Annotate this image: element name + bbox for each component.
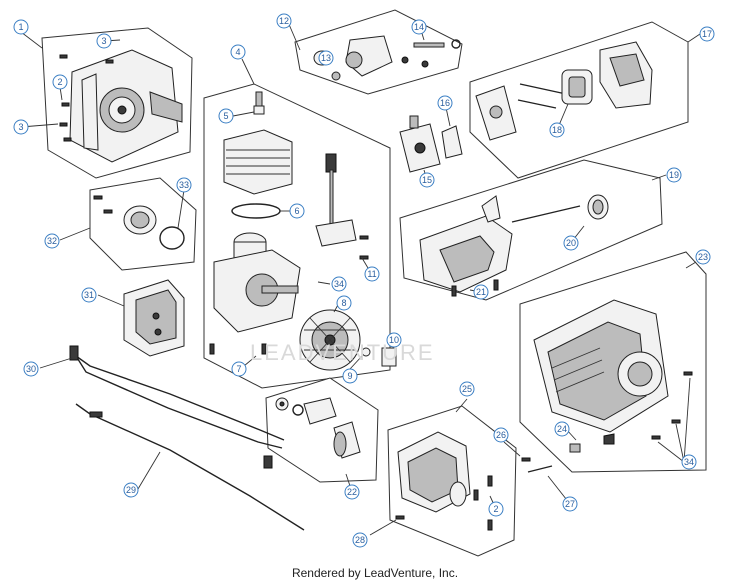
callout-31[interactable]: 31 [81, 287, 97, 303]
callout-32[interactable]: 32 [44, 233, 60, 249]
callout-26[interactable]: 26 [493, 427, 509, 443]
group-carburetor [399, 102, 463, 181]
callout-10-label: 10 [389, 335, 399, 345]
callout-9[interactable]: 9 [342, 368, 358, 384]
callout-27-label: 27 [565, 499, 575, 509]
callout-24[interactable]: 24 [554, 421, 570, 437]
callout-15[interactable]: 15 [419, 172, 435, 188]
callout-22[interactable]: 22 [344, 484, 360, 500]
panel-engine-shroud [519, 251, 707, 473]
callout-11-label: 11 [367, 269, 376, 279]
callout-10[interactable]: 10 [386, 332, 402, 348]
callout-1[interactable]: 1 [13, 19, 29, 35]
callout-21[interactable]: 21 [473, 284, 489, 300]
panel-muffler-cover [59, 177, 197, 271]
callout-2-housing[interactable]: 2 [488, 501, 504, 517]
callout-16[interactable]: 16 [437, 95, 453, 111]
callout-4-label: 4 [235, 47, 240, 57]
callout-19[interactable]: 19 [666, 167, 682, 183]
panel-engine [203, 58, 397, 389]
callout-9-label: 9 [347, 371, 352, 381]
callout-32-label: 32 [47, 236, 57, 246]
callout-20[interactable]: 20 [563, 235, 579, 251]
callout-14-label: 14 [414, 22, 424, 32]
callout-6-label: 6 [294, 206, 299, 216]
callout-23-label: 23 [698, 252, 708, 262]
callout-30[interactable]: 30 [23, 361, 39, 377]
panel-starter-housing [20, 27, 193, 179]
callout-22-label: 22 [347, 487, 357, 497]
watermark-text: LEADVENTURE [250, 340, 435, 365]
group-cables [39, 345, 305, 531]
callout-labels: 1 2 3 3 4 5 6 7 8 9 10 11 12 13 14 15 16… [13, 13, 715, 548]
callout-29[interactable]: 29 [123, 482, 139, 498]
callout-12-label: 12 [279, 16, 289, 26]
callout-2-housing-label: 2 [493, 504, 498, 514]
callout-15-label: 15 [422, 175, 432, 185]
panel-shaft-housing [369, 398, 517, 557]
callout-34-shroud[interactable]: 34 [681, 454, 697, 470]
callout-17[interactable]: 17 [699, 26, 715, 42]
callout-18-label: 18 [552, 125, 562, 135]
callout-34-engine-label: 34 [334, 279, 344, 289]
callout-11[interactable]: 11 [364, 266, 380, 282]
callout-7-label: 7 [236, 364, 241, 374]
callout-7[interactable]: 7 [231, 361, 247, 377]
callout-2[interactable]: 2 [52, 74, 68, 90]
callout-28[interactable]: 28 [352, 532, 368, 548]
callout-26-label: 26 [496, 430, 506, 440]
callout-2-label: 2 [57, 77, 62, 87]
callout-34-engine[interactable]: 34 [331, 276, 347, 292]
callout-23[interactable]: 23 [695, 249, 711, 265]
panel-carb-bracket [287, 9, 463, 95]
callout-33[interactable]: 33 [176, 177, 192, 193]
group-muffler [97, 279, 185, 357]
callout-14[interactable]: 14 [411, 19, 427, 35]
callout-20-label: 20 [566, 238, 576, 248]
callout-27[interactable]: 27 [562, 496, 578, 512]
callout-17-label: 17 [702, 29, 712, 39]
callout-33-label: 33 [179, 180, 189, 190]
callout-5[interactable]: 5 [218, 108, 234, 124]
callout-8[interactable]: 8 [336, 295, 352, 311]
callout-34-shroud-label: 34 [684, 457, 694, 467]
callout-3-lower-label: 3 [18, 122, 23, 132]
callout-4[interactable]: 4 [230, 44, 246, 60]
callout-18[interactable]: 18 [549, 122, 565, 138]
callout-3-upper[interactable]: 3 [96, 33, 112, 49]
panel-clutch [265, 377, 379, 493]
callout-30-label: 30 [26, 364, 36, 374]
callout-28-label: 28 [355, 535, 365, 545]
callout-29-label: 29 [126, 485, 136, 495]
callout-5-label: 5 [223, 111, 228, 121]
callout-1-label: 1 [18, 22, 23, 32]
callout-31-label: 31 [84, 290, 94, 300]
callout-13-label: 13 [321, 53, 331, 63]
callout-6[interactable]: 6 [289, 203, 305, 219]
panel-fuel-tank [399, 159, 667, 301]
callout-19-label: 19 [669, 170, 679, 180]
callout-3-lower[interactable]: 3 [13, 119, 29, 135]
callout-12[interactable]: 12 [276, 13, 292, 29]
callout-3-upper-label: 3 [101, 36, 106, 46]
callout-13[interactable]: 13 [318, 50, 334, 66]
credit-text: Rendered by LeadVenture, Inc. [291, 566, 459, 580]
callout-21-label: 21 [476, 287, 486, 297]
callout-16-label: 16 [440, 98, 450, 108]
callout-25-label: 25 [462, 384, 472, 394]
callout-24-label: 24 [557, 424, 567, 434]
panel-air-filter [469, 21, 701, 179]
callout-25[interactable]: 25 [459, 381, 475, 397]
callout-8-label: 8 [341, 298, 346, 308]
